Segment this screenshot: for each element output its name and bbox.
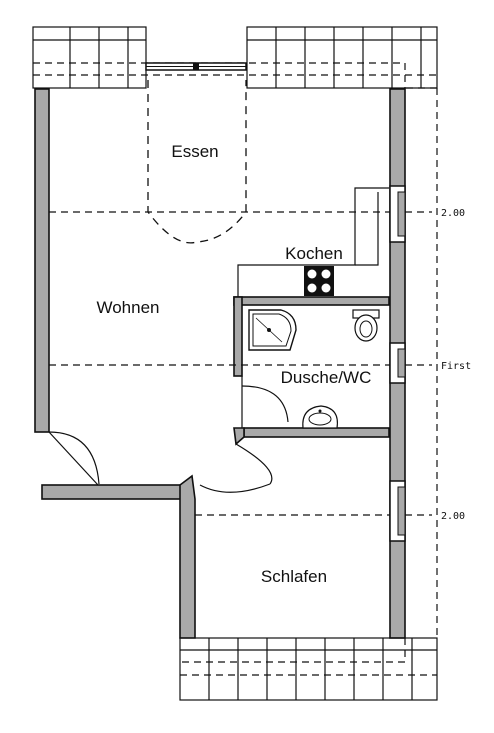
washbasin [302, 405, 339, 429]
shower-tray [248, 309, 297, 351]
bathroom-door [241, 376, 289, 428]
toilet [352, 309, 380, 342]
balcony-door [145, 62, 247, 71]
right-wall-windows [389, 185, 406, 542]
dimension-label-upper: 2.00 [441, 208, 465, 219]
top-balcony [32, 26, 438, 89]
bottom-balcony [179, 637, 438, 701]
bedroom-door [199, 443, 273, 493]
walls [34, 88, 406, 639]
room-label-kochen: Kochen [285, 244, 343, 263]
kitchen-counter [237, 187, 389, 297]
room-label-essen: Essen [171, 142, 218, 161]
dimension-label-lower: 2.00 [441, 511, 465, 522]
room-label-wohnen: Wohnen [96, 298, 159, 317]
entry-door [48, 431, 100, 486]
dining-bay-outline [147, 80, 247, 244]
room-label-schlafen: Schlafen [261, 567, 327, 586]
dimension-label-ridge: First [441, 361, 471, 372]
room-label-dusche-wc: Dusche/WC [281, 368, 372, 387]
construction-lines [49, 87, 438, 638]
